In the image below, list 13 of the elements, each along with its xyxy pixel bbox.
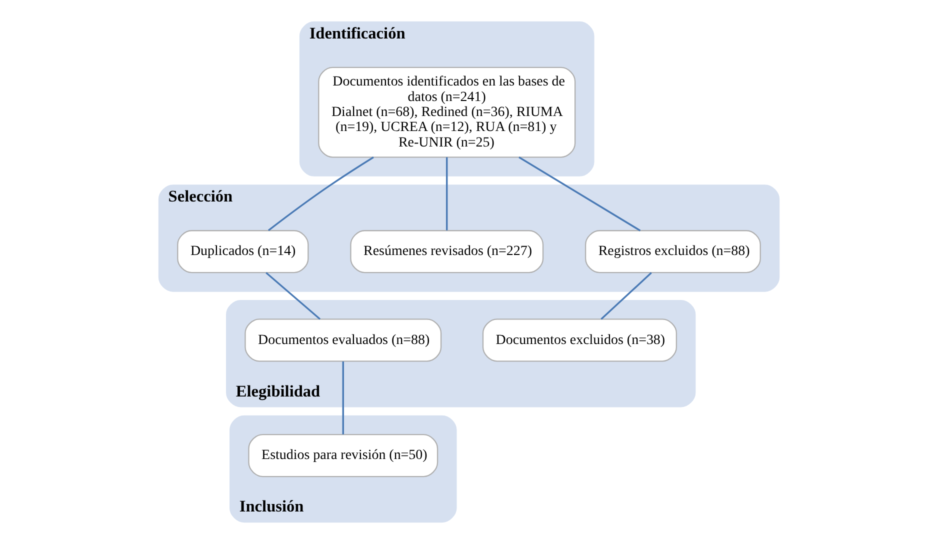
connector [266, 272, 321, 320]
node-box: Duplicados (n=14) [177, 230, 309, 274]
node-box: Registros excluidos (n=88) [584, 230, 761, 274]
connector [446, 157, 448, 230]
node-box: Documentos excluidos (n=38) [482, 318, 678, 362]
connector [268, 156, 374, 232]
node-box: Resúmenes revisados (n=227) [350, 230, 544, 274]
connector [342, 362, 344, 434]
node-box: Documentos evaluados (n=88) [244, 318, 442, 362]
node-box: Estudios para revisión (n=50) [248, 434, 438, 478]
connector [518, 156, 641, 232]
connector [600, 272, 652, 320]
node-box: Documentos identificados en las bases de datos (n=241) Dialnet (n=68), Redined (n=36), RIUMA (n=19), UCREA (n=12), RUA (n=81) y Re-UNIR (n=25) [318, 66, 576, 158]
